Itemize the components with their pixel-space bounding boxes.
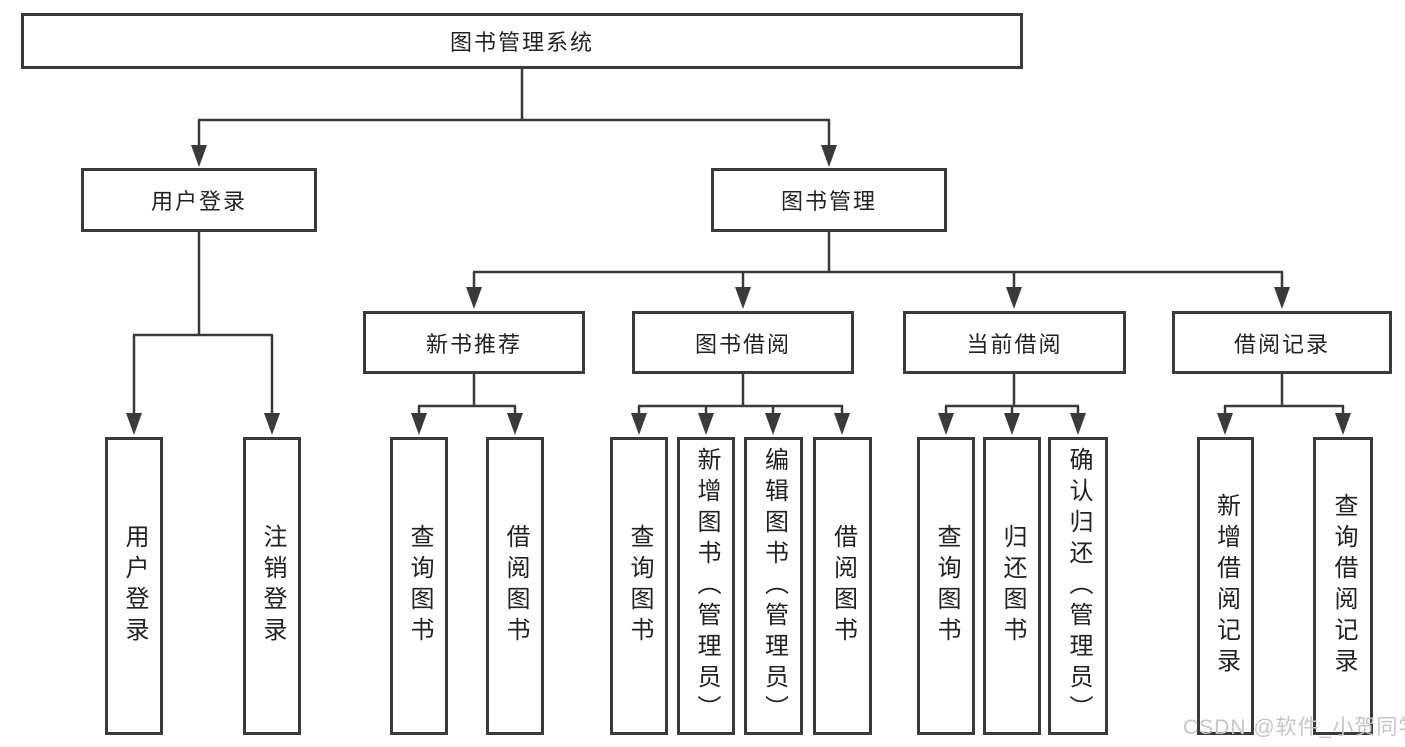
node-root: 图书管理系统 — [21, 13, 1023, 69]
leaf-query-borrow-record-label: 查询借阅记录 — [1330, 493, 1357, 679]
node-book-management: 图书管理 — [711, 168, 947, 232]
leaf-return-books: 归还图书 — [983, 437, 1041, 735]
node-borrow-records-label: 借阅记录 — [1233, 331, 1330, 357]
node-book-borrow: 图书借阅 — [632, 311, 854, 374]
node-borrow-records: 借阅记录 — [1172, 311, 1392, 374]
leaf-add-borrow-record-label: 新增借阅记录 — [1212, 493, 1240, 679]
node-root-label: 图书管理系统 — [449, 30, 594, 55]
node-user-login-label: 用户登录 — [150, 189, 247, 214]
leaf-query-borrow-record: 查询借阅记录 — [1313, 437, 1373, 735]
leaf-borrow-query-books: 查询图书 — [610, 437, 668, 735]
leaf-recommend-borrow-books: 借阅图书 — [486, 437, 544, 735]
leaf-add-borrow-record: 新增借阅记录 — [1197, 437, 1254, 735]
leaf-recommend-query-books: 查询图书 — [390, 437, 448, 735]
leaf-add-books-admin-label: 新增图书（管理员） — [693, 446, 720, 726]
leaf-recommend-query-books-label: 查询图书 — [406, 524, 433, 648]
leaf-current-query-books-label: 查询图书 — [933, 524, 960, 648]
node-current-borrow-label: 当前借阅 — [966, 331, 1063, 357]
leaf-return-books-label: 归还图书 — [999, 524, 1026, 648]
csdn-watermark: CSDN @软件_小贺同学 — [1183, 716, 1405, 739]
leaf-borrow-books: 借阅图书 — [813, 437, 872, 735]
leaf-borrow-query-books-label: 查询图书 — [626, 524, 653, 648]
leaf-confirm-return-admin-label: 确认归还（管理员） — [1065, 446, 1092, 726]
node-new-book-recommend-label: 新书推荐 — [425, 331, 522, 357]
leaf-user-login: 用户登录 — [105, 437, 163, 735]
leaf-current-query-books: 查询图书 — [917, 437, 975, 735]
leaf-logout-label: 注销登录 — [259, 524, 286, 648]
leaf-confirm-return-admin: 确认归还（管理员） — [1048, 437, 1108, 735]
leaf-edit-books-admin: 编辑图书（管理员） — [744, 437, 803, 735]
node-new-book-recommend: 新书推荐 — [363, 311, 585, 374]
leaf-add-books-admin: 新增图书（管理员） — [677, 437, 735, 735]
leaf-borrow-books-label: 借阅图书 — [829, 524, 857, 648]
leaf-logout: 注销登录 — [243, 437, 301, 735]
leaf-edit-books-admin-label: 编辑图书（管理员） — [760, 446, 788, 726]
leaf-recommend-borrow-books-label: 借阅图书 — [502, 524, 529, 648]
node-current-borrow: 当前借阅 — [903, 311, 1126, 374]
leaf-user-login-label: 用户登录 — [121, 524, 148, 648]
node-book-borrow-label: 图书借阅 — [694, 331, 791, 357]
node-book-management-label: 图书管理 — [780, 189, 877, 214]
node-user-login: 用户登录 — [81, 168, 317, 232]
